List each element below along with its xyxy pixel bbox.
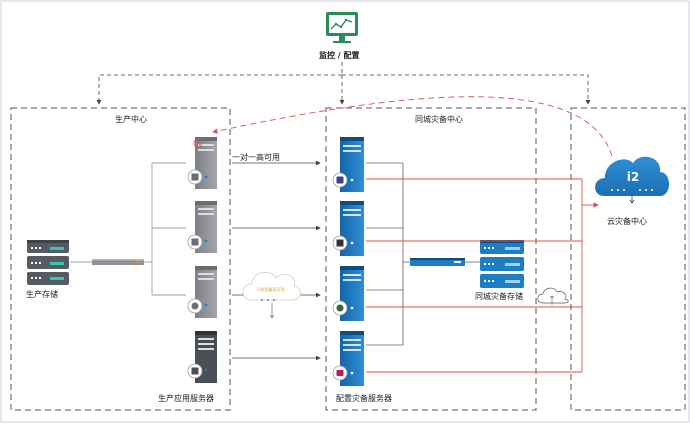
dr-storage-icon	[480, 240, 524, 288]
cloud-logo-text: i2	[627, 170, 639, 184]
production-zone-frame	[10, 107, 231, 411]
dr-server-3-icon	[332, 266, 364, 321]
production-switch-icon	[92, 259, 144, 265]
dr-servers-label: 配置灾备服务器	[336, 394, 392, 403]
dr-server-1-icon	[332, 137, 364, 192]
monitor-label: 监控 / 配置	[319, 51, 360, 60]
production-server-1-icon	[187, 137, 217, 189]
dr-wiring	[366, 162, 480, 346]
dr-storage-label: 同城灾备存储	[475, 292, 523, 301]
cloud-zone-frame	[570, 107, 686, 411]
dr-switch-icon	[410, 258, 465, 266]
monitor-icon	[326, 12, 358, 43]
production-wiring	[70, 162, 186, 296]
same-city-zone-title: 同城灾备中心	[415, 115, 463, 124]
same-city-zone-frame	[325, 107, 537, 411]
production-zone-title: 生产中心	[115, 115, 147, 124]
production-storage-label: 生产存储	[26, 290, 58, 299]
dr-server-4-icon	[332, 331, 364, 386]
production-server-4-icon	[187, 331, 217, 383]
cloud-zone-title: 云灾备中心	[607, 217, 647, 226]
dr-server-2-icon	[332, 201, 364, 256]
ha-link-label: 一对一高可用	[232, 153, 280, 162]
monitor-control-lines	[96, 62, 591, 105]
ha-cloud-bubble-icon	[242, 271, 301, 319]
cloud-to-production-dashed-link	[212, 96, 613, 157]
cloud-bubble-label: i2应用级高可用	[257, 287, 285, 292]
cloud-i2-icon: i2	[595, 156, 669, 204]
production-server-3-icon	[187, 266, 217, 318]
production-servers-label: 生产应用服务器	[158, 394, 214, 403]
production-to-dr-links	[232, 160, 321, 361]
replication-to-cloud-links	[366, 178, 599, 373]
production-storage-icon	[27, 240, 69, 285]
small-cloud-icon	[537, 287, 569, 305]
production-server-2-icon	[187, 201, 217, 253]
